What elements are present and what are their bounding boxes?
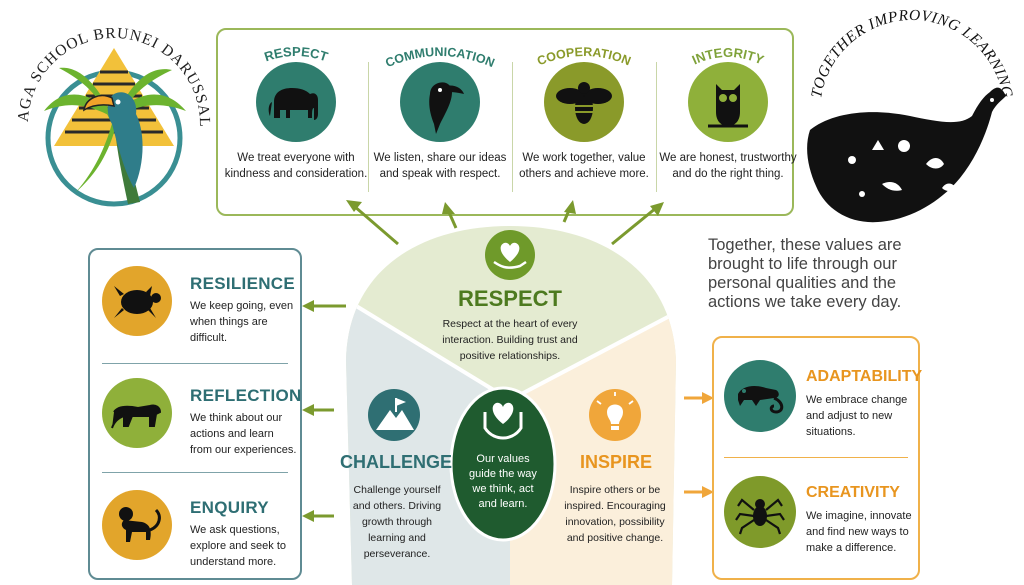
values-statement: Together, these values are brought to li…	[708, 236, 902, 311]
school-logo: PANAGA SCHOOL BRUNEI DARUSSALAM	[7, 0, 214, 216]
quality-card-resilience: RESILIENCE We keep going, even when thin…	[90, 250, 300, 350]
core-statement: Our values guide the way we think, act a…	[469, 453, 537, 510]
monkey-icon	[102, 490, 172, 560]
inspire-section-description: Inspire others or be inspired. Encouragi…	[564, 484, 666, 544]
quality-description-enquiry: We ask questions, explore and seek to un…	[190, 524, 287, 568]
value-description-integrity: We are honest, trustworthy and do the ri…	[659, 152, 797, 180]
quality-description-reflection: We think about our actions and learn fro…	[190, 412, 297, 456]
quality-title-enquiry: ENQUIRY	[190, 498, 269, 517]
owl-icon	[688, 62, 768, 142]
toucan-icon	[400, 62, 480, 142]
value-description-cooperation: We work together, value others and achie…	[519, 152, 649, 180]
quality-title-resilience: RESILIENCE	[190, 274, 296, 293]
value-description-respect: We treat everyone with kindness and cons…	[224, 152, 368, 180]
value-card-integrity: INTEGRITY We are honest, trustworthy and…	[656, 30, 800, 214]
actions-panel: ADAPTABILITY We embrace change and adjus…	[712, 336, 922, 580]
value-card-cooperation: COOPERATION We work together, value othe…	[512, 30, 656, 214]
value-card-communication: COMMUNICATION We listen, share our ideas…	[368, 30, 512, 214]
bee-icon	[544, 62, 624, 142]
value-title-respect: RESPECT	[262, 44, 329, 64]
quality-card-reflection: REFLECTION We think about our actions an…	[90, 362, 302, 462]
quality-card-adaptability: ADAPTABILITY We embrace change and adjus…	[714, 338, 922, 454]
lightbulb-icon	[589, 389, 641, 441]
elephant-icon	[256, 62, 336, 142]
challenge-section-description: Challenge yourself and others. Driving g…	[352, 484, 442, 560]
respect-section-title: RESPECT	[458, 286, 562, 311]
personal-qualities-panel: RESILIENCE We keep going, even when thin…	[88, 248, 302, 580]
quality-description-resilience: We keep going, even when things are diff…	[190, 300, 294, 344]
value-title-integrity: INTEGRITY	[690, 45, 767, 68]
core-values-panel: RESPECT We treat everyone with kindness …	[216, 28, 797, 216]
quality-card-creativity: CREATIVITY We imagine, innovate and find…	[714, 454, 918, 570]
chameleon-icon	[724, 360, 796, 432]
quality-title-reflection: REFLECTION	[190, 386, 302, 405]
heart-hand-icon	[485, 230, 535, 280]
spider-icon	[724, 476, 796, 548]
quality-title-adaptability: ADAPTABILITY	[806, 368, 923, 385]
mountain-flag-icon	[368, 389, 420, 441]
leopard-icon	[102, 378, 172, 448]
svg-text:RESPECT: RESPECT	[262, 44, 329, 64]
value-description-communication: We listen, share our ideas and speak wit…	[373, 152, 507, 180]
respect-section-description: Respect at the heart of every interactio…	[442, 318, 578, 362]
motto-logo: TOGETHER IMPROVING LEARNING	[792, 4, 1024, 234]
turtle-icon	[102, 266, 172, 336]
hands-heart-icon	[483, 402, 523, 440]
quality-title-creativity: CREATIVITY	[806, 484, 900, 501]
challenge-section-title: CHALLENGE	[340, 452, 452, 472]
value-card-respect: RESPECT We treat everyone with kindness …	[224, 30, 368, 214]
quality-description-adaptability: We embrace change and adjust to new situ…	[806, 394, 908, 438]
quality-description-creativity: We imagine, innovate and find new ways t…	[806, 510, 912, 554]
value-title-cooperation: COOPERATION	[535, 45, 633, 68]
inspire-section-title: INSPIRE	[579, 452, 653, 472]
svg-text:INTEGRITY: INTEGRITY	[690, 45, 767, 68]
quality-card-enquiry: ENQUIRY We ask questions, explore and se…	[90, 474, 300, 574]
